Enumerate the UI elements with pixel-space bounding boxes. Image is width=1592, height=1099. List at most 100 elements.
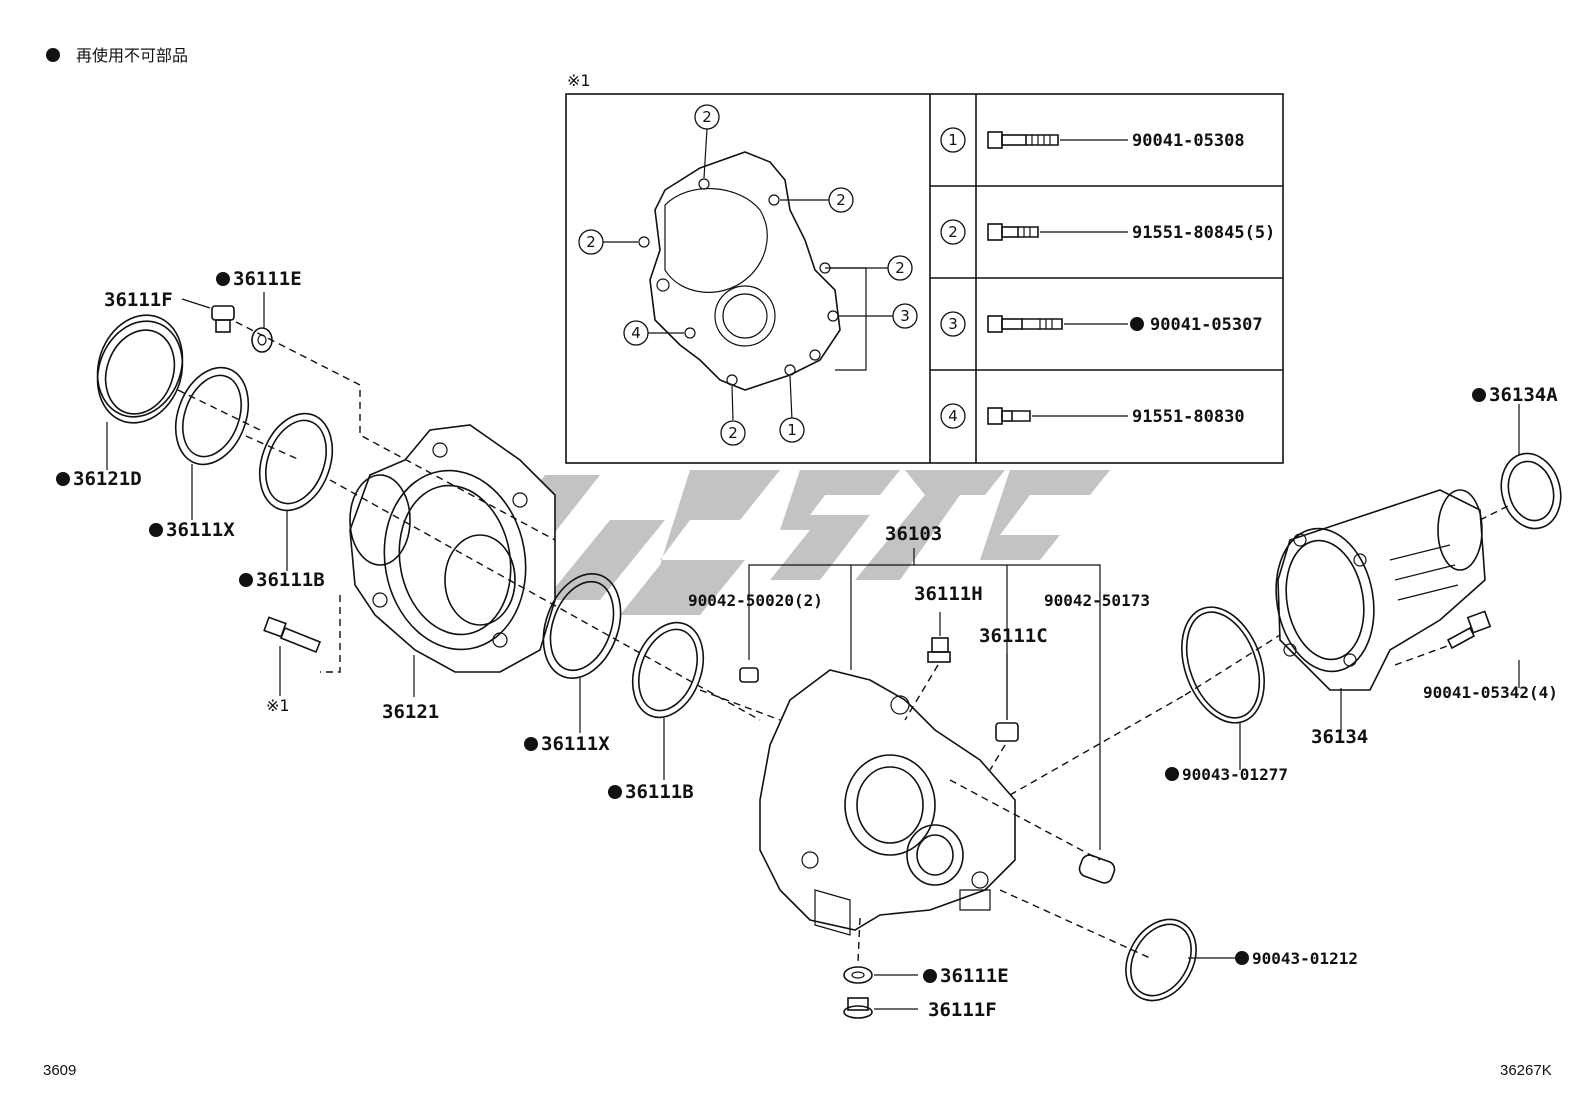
pin-90042-50173-icon xyxy=(1078,854,1116,884)
bolt-medium-icon xyxy=(987,223,1039,241)
label-36103: 36103 xyxy=(885,523,942,545)
label-36111B-2: 36111B xyxy=(625,781,694,803)
label-leaders xyxy=(106,292,1520,1010)
non-reusable-marker-icon xyxy=(149,523,163,537)
extension-housing-36134-icon xyxy=(1275,489,1486,691)
svg-text:3: 3 xyxy=(900,307,910,325)
svg-text:4: 4 xyxy=(631,324,641,342)
inset-marker: ※1 xyxy=(567,71,591,90)
plug-36111f-bottom-icon xyxy=(843,997,873,1019)
seal-36121d-icon xyxy=(96,314,184,424)
seal-36111x-2-icon xyxy=(542,572,622,680)
non-reusable-marker-icon xyxy=(1165,767,1179,781)
row-3-part-number: 90041-05307 xyxy=(1150,315,1263,335)
footer-right-code: 36267K xyxy=(1500,1062,1552,1079)
seal-36134a-icon xyxy=(1500,452,1562,530)
label-90041-05342: 90041-05342(4) xyxy=(1423,683,1558,702)
plug-36111f-icon xyxy=(211,305,235,333)
label-36111X-2: 36111X xyxy=(541,733,610,755)
bolt-flange-icon xyxy=(987,315,1063,333)
callout-2: 2 xyxy=(828,187,854,213)
label-36121D: 36121D xyxy=(73,468,142,490)
race-36111b-icon xyxy=(258,412,334,512)
callout-1: 1 xyxy=(779,417,805,443)
non-reusable-marker-icon xyxy=(46,48,60,62)
label-90043-01212: 90043-01212 xyxy=(1252,949,1358,968)
bolt-long-icon xyxy=(987,131,1059,149)
inset-row-1: 1 90041-05308 xyxy=(940,127,1245,153)
switch-36111h-icon xyxy=(927,637,951,663)
washer-36111e-bottom-icon xyxy=(843,966,873,984)
inset-callouts: 2 2 2 2 3 4 2 xyxy=(578,104,918,446)
non-reusable-marker-icon xyxy=(1235,951,1249,965)
svg-text:1: 1 xyxy=(948,131,958,149)
non-reusable-marker-icon xyxy=(923,969,937,983)
label-36111C: 36111C xyxy=(979,625,1048,647)
non-reusable-marker-icon xyxy=(56,472,70,486)
right-assembly xyxy=(1125,452,1562,1002)
row-4-part-number: 91551-80830 xyxy=(1132,407,1245,427)
label-36111H: 36111H xyxy=(914,583,983,605)
label-36111E-bottom: 36111E xyxy=(940,965,1009,987)
plug-36111c-icon xyxy=(995,722,1019,742)
pin-90042-50020-icon xyxy=(739,667,759,683)
label-ref1: ※1 xyxy=(266,696,290,715)
inset-leaders xyxy=(603,128,893,421)
bolt-90041-05342-icon xyxy=(1446,610,1492,650)
label-90042-50173: 90042-50173 xyxy=(1044,591,1150,610)
oring-90043-01212-icon xyxy=(1125,918,1197,1002)
non-reusable-marker-icon xyxy=(216,272,230,286)
svg-text:2: 2 xyxy=(586,233,596,251)
legend-text: 再使用不可部品 xyxy=(76,46,188,65)
callout-2: 2 xyxy=(887,255,913,281)
washer-36111e-icon xyxy=(251,327,273,353)
non-reusable-marker-icon xyxy=(524,737,538,751)
svg-text:2: 2 xyxy=(728,424,738,442)
callout-4: 4 xyxy=(623,320,649,346)
svg-text:4: 4 xyxy=(948,407,958,425)
bolt-short-icon xyxy=(987,407,1031,425)
bolt-ref1-icon xyxy=(263,616,322,654)
oring-90043-01277-icon xyxy=(1181,606,1265,724)
label-90043-01277: 90043-01277 xyxy=(1182,765,1288,784)
inset-row-3: 3 90041-05307 xyxy=(940,311,1263,337)
label-36111E-top: 36111E xyxy=(233,268,302,290)
seal-36111x-icon xyxy=(174,366,250,466)
part-labels: 36111F 36111E 36121D 36111X 36111B ※1 36… xyxy=(56,268,1558,1021)
svg-text:2: 2 xyxy=(836,191,846,209)
row-1-part-number: 90041-05308 xyxy=(1132,131,1245,151)
race-36111b-2-icon xyxy=(631,621,705,719)
housing-36121-icon xyxy=(349,424,556,673)
label-36111F-top: 36111F xyxy=(104,289,173,311)
small-parts xyxy=(699,637,1186,1019)
cover-outline-icon xyxy=(638,151,841,391)
non-reusable-marker-icon xyxy=(1130,317,1144,331)
non-reusable-marker-icon xyxy=(608,785,622,799)
non-reusable-marker-icon xyxy=(1472,388,1486,402)
callout-2: 2 xyxy=(694,104,720,130)
svg-text:3: 3 xyxy=(948,315,958,333)
bolt-inset: ※1 xyxy=(565,71,1284,464)
svg-text:2: 2 xyxy=(948,223,958,241)
label-36134: 36134 xyxy=(1311,726,1368,748)
svg-text:2: 2 xyxy=(702,108,712,126)
legend: 再使用不可部品 xyxy=(46,46,188,65)
label-90042-50020: 90042-50020(2) xyxy=(688,591,823,610)
label-36111X-1: 36111X xyxy=(166,519,235,541)
callout-3: 3 xyxy=(892,303,918,329)
footer-left-code: 3609 xyxy=(43,1062,76,1079)
callout-2: 2 xyxy=(720,420,746,446)
inset-row-2: 2 91551-80845(5) xyxy=(940,219,1275,245)
label-36121: 36121 xyxy=(382,701,439,723)
left-assembly xyxy=(96,305,761,721)
non-reusable-marker-icon xyxy=(239,573,253,587)
callout-2: 2 xyxy=(578,229,604,255)
svg-text:2: 2 xyxy=(895,259,905,277)
case-36103-icon xyxy=(759,669,1016,936)
label-36134A: 36134A xyxy=(1489,384,1558,406)
svg-text:1: 1 xyxy=(787,421,797,439)
inset-row-4: 4 91551-80830 xyxy=(940,403,1245,429)
label-36111B-1: 36111B xyxy=(256,569,325,591)
label-36111F-bottom: 36111F xyxy=(928,999,997,1021)
